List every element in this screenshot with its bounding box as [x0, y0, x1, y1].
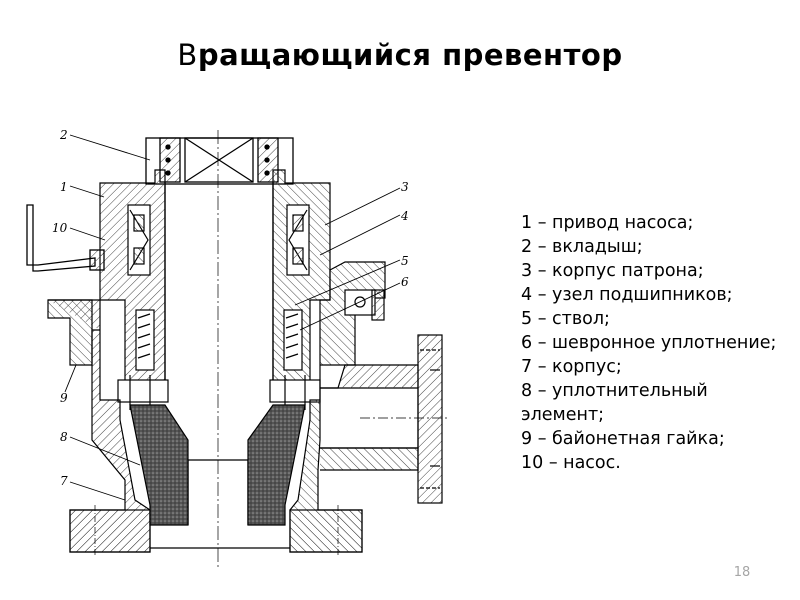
pump-handle	[26, 204, 105, 272]
outer-body	[47, 261, 386, 555]
sealing-element	[129, 404, 306, 526]
callout-8: 8	[60, 430, 68, 444]
callout-1: 1	[60, 180, 68, 194]
bearing-housing	[99, 169, 331, 410]
callout-9: 9	[60, 391, 68, 405]
legend-item: 7 – корпус;	[521, 357, 622, 377]
legend-item: 8 – уплотнительный элемент;	[521, 381, 714, 425]
slide-title: Вращающийся превентор	[0, 38, 800, 72]
leader-lines	[64, 134, 401, 501]
slide-title-rest: ращающийся превентор	[197, 38, 623, 72]
callout-3: 3	[401, 180, 409, 194]
top-cap	[145, 137, 294, 185]
callout-5: 5	[401, 254, 409, 268]
callout-7: 7	[60, 474, 68, 488]
callout-6: 6	[401, 275, 409, 289]
callout-10: 10	[52, 221, 68, 235]
parts-legend: 1 – привод насоса; 2 – вкладыш; 3 – корп…	[521, 211, 791, 475]
slide-number: 18	[733, 565, 751, 580]
legend-item: 9 – байонетная гайка;	[521, 429, 725, 449]
callout-labels: 1 2 3 4 5 6 7 8 9 10	[52, 128, 409, 488]
legend-item: 4 – узел подшипников;	[521, 285, 733, 305]
legend-item: 2 – вкладыш;	[521, 237, 643, 257]
callout-2: 2	[59, 128, 68, 142]
legend-item: 5 – ствол;	[521, 309, 610, 329]
side-outlet	[320, 334, 450, 504]
legend-item: 6 – шевронное уплотнение;	[521, 333, 777, 353]
slide-title-first-letter: В	[177, 38, 198, 72]
callout-4: 4	[400, 209, 409, 223]
pump-drive-right	[344, 289, 385, 321]
legend-item: 10 – насос.	[521, 453, 621, 473]
legend-item: 1 – привод насоса;	[521, 213, 694, 233]
legend-item: 3 – корпус патрона;	[521, 261, 704, 281]
